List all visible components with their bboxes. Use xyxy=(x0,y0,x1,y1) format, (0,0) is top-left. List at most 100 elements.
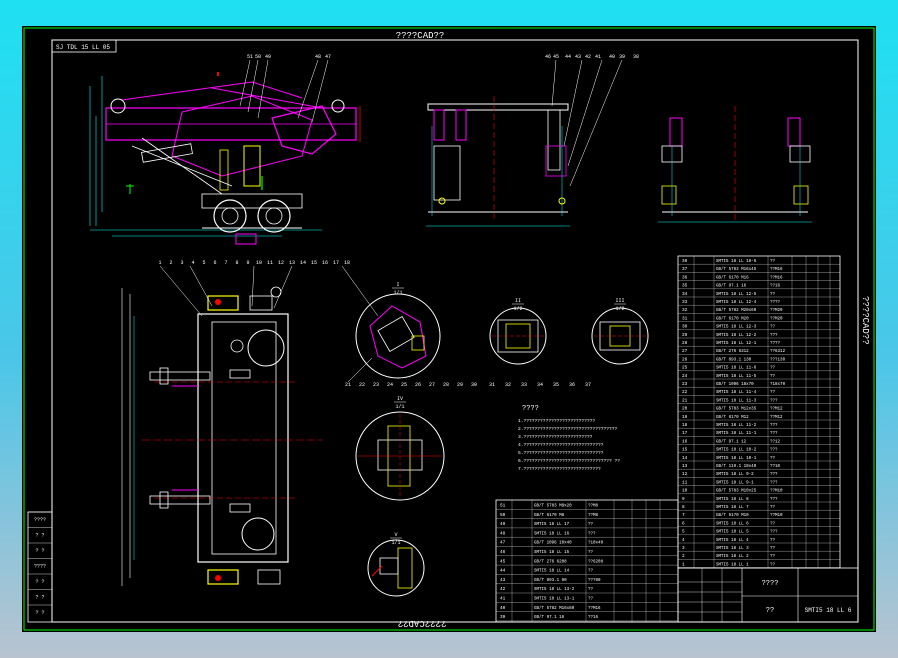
part-no-9: 9 xyxy=(682,497,685,502)
part-name-21: ??? xyxy=(770,399,778,403)
part-code-33: SMTI5 18 LL 12-4 xyxy=(716,301,757,305)
part-code-50: GB/T 6170 M8 xyxy=(534,513,565,518)
part-no-31: 31 xyxy=(682,316,688,321)
note-line-3: 3.????????????????????????? xyxy=(518,434,593,440)
title-block-code: SMTI5 18 LL 6 xyxy=(805,607,852,614)
part-no-41: 41 xyxy=(500,597,506,602)
balloon-plan-18: 18 xyxy=(344,260,350,266)
part-no-44: 44 xyxy=(500,569,506,574)
part-code-29: SMTI5 18 LL 12-2 xyxy=(716,334,757,338)
balloon-plan-17: 17 xyxy=(333,260,339,266)
part-code-4: SMTI5 18 LL 4 xyxy=(716,539,749,543)
part-no-16: 16 xyxy=(682,439,688,444)
balloon-top-50: 50 xyxy=(255,54,261,60)
part-name-3: ?? xyxy=(770,547,776,551)
part-no-10: 10 xyxy=(682,489,688,494)
balloon-top-46: 46 xyxy=(545,54,551,60)
part-no-3: 3 xyxy=(682,546,685,551)
balloon-top-41: 41 xyxy=(595,54,601,60)
part-no-25: 25 xyxy=(682,366,688,371)
balloon-top-40: 40 xyxy=(609,54,615,60)
part-no-6: 6 xyxy=(682,521,685,526)
part-name-41: ?? xyxy=(588,598,594,602)
part-code-49: SMTI5 18 LL 17 xyxy=(534,523,570,527)
note-line-6: 6.???????????????????????????????? ?? xyxy=(518,458,620,464)
part-name-34: ?? xyxy=(770,293,776,297)
part-no-8: 8 xyxy=(682,505,685,510)
revision-row-7: ? ? xyxy=(35,610,44,616)
part-no-42: 42 xyxy=(500,587,506,592)
parts-table-right-frame xyxy=(677,255,841,569)
balloon-detail-33: 33 xyxy=(521,382,527,388)
balloon-top-45: 45 xyxy=(553,54,559,60)
part-name-6: ?? xyxy=(770,522,776,526)
revision-row-2: ? ? xyxy=(35,533,44,539)
part-code-24: SMTI5 18 LL 11-5 xyxy=(716,375,757,379)
plan-view xyxy=(121,265,379,586)
part-name-4: ?? xyxy=(770,539,776,543)
part-name-27: ??6312 xyxy=(770,350,786,354)
part-no-33: 33 xyxy=(682,300,688,305)
part-name-39: ??16 xyxy=(588,616,599,620)
part-code-41: SMTI5 18 LL 13-1 xyxy=(534,598,575,602)
detail-I xyxy=(347,293,441,383)
part-code-12: SMTI5 18 LL 9-2 xyxy=(716,473,754,477)
part-no-40: 40 xyxy=(500,606,506,611)
part-no-15: 15 xyxy=(682,448,688,453)
detail-label-II: II xyxy=(515,298,521,304)
balloon-top-48: 48 xyxy=(315,54,321,60)
balloon-top-38: 38 xyxy=(633,54,639,60)
part-no-28: 28 xyxy=(682,341,688,346)
part-no-45: 45 xyxy=(500,559,506,564)
balloon-plan-14: 14 xyxy=(300,260,306,266)
revision-row-3: ? ? xyxy=(35,548,44,554)
balloon-detail-37: 37 xyxy=(585,382,591,388)
part-name-11: ??? xyxy=(770,481,778,485)
part-code-9: SMTI5 18 LL 8 xyxy=(716,498,749,502)
title-block-company: ?? xyxy=(766,607,774,615)
detail-label-I: I xyxy=(396,282,399,288)
part-no-2: 2 xyxy=(682,554,685,559)
part-code-25: SMTI5 18 LL 11-6 xyxy=(716,367,757,371)
balloon-plan-9: 9 xyxy=(246,260,249,266)
title-block-name: ???? xyxy=(762,580,779,588)
part-code-7: GB/T 6170 M10 xyxy=(716,513,749,518)
balloon-detail-26: 26 xyxy=(415,382,421,388)
detail-label-IV: IV xyxy=(397,396,403,402)
part-no-21: 21 xyxy=(682,398,688,403)
part-no-37: 37 xyxy=(682,267,688,272)
front-view xyxy=(426,59,623,227)
part-name-19: ??M12 xyxy=(770,416,783,420)
detail-scale-III: 1/2 xyxy=(615,306,624,312)
part-name-22: ?? xyxy=(770,391,776,395)
balloon-plan-15: 15 xyxy=(311,260,317,266)
part-no-39: 39 xyxy=(500,615,506,620)
detail-II xyxy=(489,307,547,365)
part-no-19: 19 xyxy=(682,415,688,420)
part-no-11: 11 xyxy=(682,480,688,485)
balloon-plan-5: 5 xyxy=(202,260,205,266)
part-code-8: SMTI5 18 LL 7 xyxy=(716,506,749,510)
balloon-detail-30: 30 xyxy=(471,382,477,388)
detail-label-III: III xyxy=(615,298,624,304)
note-line-2: 2.?????????????????????????????????? xyxy=(518,426,617,432)
balloon-detail-29: 29 xyxy=(457,382,463,388)
part-no-20: 20 xyxy=(682,407,688,412)
note-line-4: 4.????????????????????????????? xyxy=(518,442,604,448)
balloon-plan-7: 7 xyxy=(224,260,227,266)
part-name-43: ???80 xyxy=(588,579,601,583)
balloon-detail-25: 25 xyxy=(401,382,407,388)
part-code-1: SMTI5 18 LL 1 xyxy=(716,563,749,567)
balloon-top-39: 39 xyxy=(619,54,625,60)
part-code-40: GB/T 5782 M16x80 xyxy=(534,606,575,611)
part-code-46: SMTI5 18 LL 15 xyxy=(534,551,570,555)
cad-drawing-sheet: ????CAD?? ????CAD?? ????CAD?? SJ TDL 15 … xyxy=(22,26,876,632)
parts-table-bottom-frame xyxy=(495,499,679,623)
part-name-10: ??M10 xyxy=(770,490,783,494)
part-name-14: ?? xyxy=(770,457,776,461)
part-name-35: ??16 xyxy=(770,285,781,289)
part-name-49: ?? xyxy=(588,523,594,527)
part-no-5: 5 xyxy=(682,530,685,535)
part-no-32: 32 xyxy=(682,308,688,313)
part-name-1: ?? xyxy=(770,563,776,567)
